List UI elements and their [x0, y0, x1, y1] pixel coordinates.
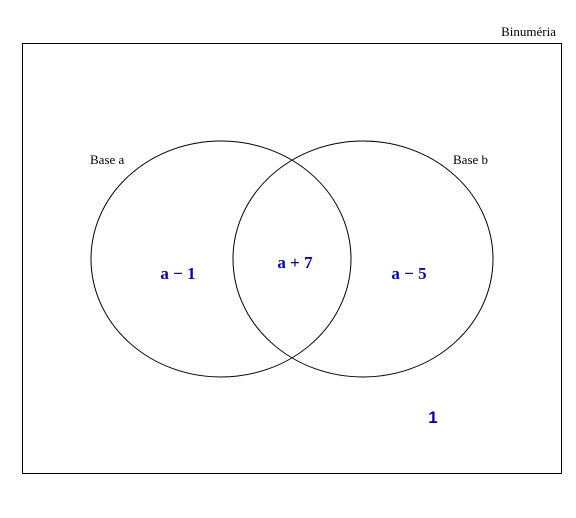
- region-only-a-value: a − 1: [160, 264, 195, 283]
- universe-label: Binuméria: [501, 24, 556, 39]
- region-both-value: a + 7: [277, 253, 313, 272]
- set-b-label: Base b: [453, 152, 488, 167]
- region-only-b-value: a − 5: [391, 264, 426, 283]
- set-b-circle: [232, 140, 494, 378]
- region-outside-value: 1: [428, 408, 437, 427]
- set-a-label: Base a: [90, 152, 125, 167]
- set-a-circle: [90, 140, 352, 378]
- universe-box: [22, 43, 562, 474]
